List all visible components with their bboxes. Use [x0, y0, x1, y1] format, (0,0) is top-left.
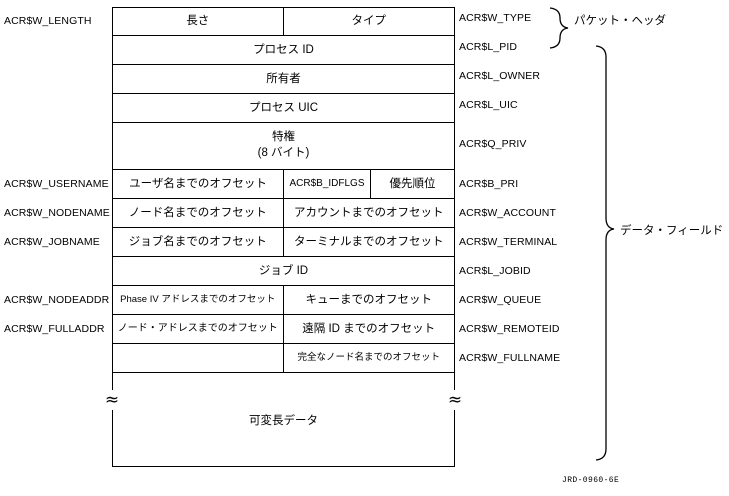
cell-privileges: 特権 (8 バイト) — [113, 123, 454, 169]
cell-fullname-offset: 完全なノード名までのオフセット — [297, 352, 440, 364]
cell-queue-offset: キューまでのオフセット — [305, 293, 433, 306]
label-acr-l-owner: ACR$L_OWNER — [459, 70, 541, 82]
data-field-brace-icon — [595, 45, 615, 461]
break-mark-left-icon: ≈ — [101, 390, 123, 410]
label-acr-w-nodename: ACR$W_NODENAME — [4, 207, 110, 219]
cell-node-address-offset: ノード・アドレスまでのオフセット — [113, 315, 284, 343]
label-acr-w-queue: ACR$W_QUEUE — [459, 294, 542, 306]
table-row: プロセス UIC — [112, 94, 455, 123]
table-row: ノード・アドレスまでのオフセット 遠隔 ID までのオフセット — [112, 315, 455, 344]
group-label-data-field: データ・フィールド — [620, 225, 724, 237]
figure-id: JRD-0960-6E — [562, 476, 620, 485]
table-row: 完全なノード名までのオフセット — [112, 344, 455, 373]
packet-header-brace-icon — [549, 7, 569, 49]
cell-process-id: プロセス ID — [253, 43, 314, 56]
cell-terminal-offset: ターミナルまでのオフセット — [294, 235, 444, 248]
table-row: プロセス ID — [112, 36, 455, 65]
label-acr-w-fullname: ACR$W_FULLNAME — [459, 352, 561, 364]
table-row: 特権 (8 バイト) — [112, 123, 455, 170]
label-acr-w-username: ACR$W_USERNAME — [4, 178, 109, 190]
cell-remote-id-offset: 遠隔 ID までのオフセット — [302, 322, 436, 335]
table-row: Phase IV アドレスまでのオフセット キューまでのオフセット — [112, 286, 455, 315]
label-acr-l-jobid: ACR$L_JOBID — [459, 265, 531, 277]
cell-process-uic: プロセス UIC — [249, 101, 318, 114]
cell-job-id: ジョブ ID — [258, 264, 309, 277]
label-acr-w-account: ACR$W_ACCOUNT — [459, 207, 556, 219]
cell-privileges-size: (8 バイト) — [257, 147, 310, 159]
cell-account-offset: アカウントまでのオフセット — [294, 206, 444, 219]
packet-table: 長さ タイプ プロセス ID 所有者 プロセス UIC 特権 (8 バイト) ユ… — [112, 7, 455, 373]
label-acr-w-terminal: ACR$W_TERMINAL — [459, 236, 558, 248]
cell-jobname-offset: ジョブ名までのオフセット — [113, 228, 284, 256]
label-acr-w-type: ACR$W_TYPE — [459, 12, 532, 24]
table-row: ノード名までのオフセット アカウントまでのオフセット — [112, 199, 455, 228]
label-acr-l-uic: ACR$L_UIC — [459, 99, 518, 111]
cell-length: 長さ — [113, 8, 284, 35]
label-acr-w-remoteid: ACR$W_REMOTEID — [459, 323, 560, 335]
label-acr-q-priv: ACR$Q_PRIV — [459, 138, 527, 150]
break-mark-right-icon: ≈ — [444, 390, 466, 410]
cell-username-offset: ユーザ名までのオフセット — [113, 170, 284, 198]
cell-owner: 所有者 — [266, 72, 301, 85]
cell-type: タイプ — [351, 15, 387, 28]
label-acr-w-nodeaddr: ACR$W_NODEADDR — [4, 294, 110, 306]
label-acr-l-pid: ACR$L_PID — [459, 41, 518, 53]
label-acr-w-length: ACR$W_LENGTH — [4, 15, 92, 27]
group-label-packet-header: パケット・ヘッダ — [574, 15, 666, 27]
table-row: ユーザ名までのオフセット ACR$B_IDFLGS 優先順位 — [112, 170, 455, 199]
table-row: ジョブ ID — [112, 257, 455, 286]
cell-phaseiv-address-offset: Phase IV アドレスまでのオフセット — [113, 286, 284, 314]
variable-length-data-label: 可変長データ — [249, 414, 318, 427]
table-row: 所有者 — [112, 65, 455, 94]
table-row: 長さ タイプ — [112, 7, 455, 36]
label-acr-b-pri: ACR$B_PRI — [459, 178, 519, 190]
cell-priority: 優先順位 — [389, 177, 436, 190]
cell-nodename-offset: ノード名までのオフセット — [113, 199, 284, 227]
cell-empty — [113, 344, 284, 372]
cell-privileges-title: 特権 — [272, 131, 295, 144]
variable-length-data-box: 可変長データ — [112, 373, 455, 467]
table-row: ジョブ名までのオフセット ターミナルまでのオフセット — [112, 228, 455, 257]
label-acr-w-fulladdr: ACR$W_FULLADDR — [4, 323, 105, 335]
label-acr-w-jobname: ACR$W_JOBNAME — [4, 236, 100, 248]
cell-idflgs: ACR$B_IDFLGS — [284, 170, 371, 198]
